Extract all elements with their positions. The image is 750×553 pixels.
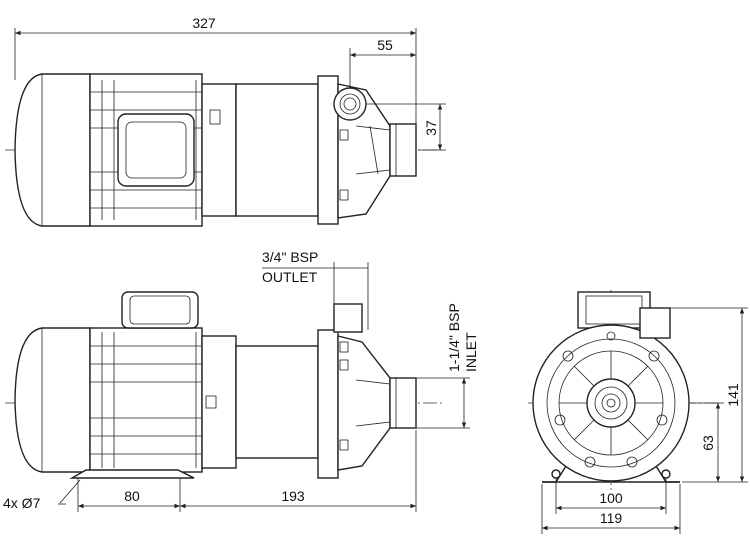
dim-foot-width-text: 119 — [600, 510, 623, 526]
top-inlet-port — [389, 123, 417, 177]
top-adapter — [235, 83, 319, 217]
end-view — [528, 290, 720, 490]
dim-hole-callout-text: 4x Ø7 — [3, 495, 41, 511]
end-bolt-holes — [554, 331, 668, 468]
top-view — [5, 73, 445, 227]
side-view — [5, 291, 445, 479]
dim-mount-hole-spacing-text: 80 — [124, 488, 140, 504]
top-outlet-port — [333, 87, 367, 121]
inlet-label-line2: INLET — [463, 332, 479, 372]
outlet-label-line1: 3/4" BSP — [262, 249, 318, 265]
end-outlet-port — [639, 307, 671, 339]
end-foot-hole-left — [551, 469, 561, 479]
top-terminal-box — [117, 113, 195, 187]
side-adapter — [235, 345, 319, 459]
dim-hole-callout: 4x Ø7 — [3, 479, 81, 511]
side-outlet-stub — [333, 303, 363, 333]
dim-foot-width: 119 — [541, 484, 681, 534]
dim-total-height: 141 — [670, 307, 748, 483]
dim-overall-length-text: 327 — [192, 15, 216, 31]
end-casing-ribs — [559, 351, 663, 455]
dim-mount-hole-spacing: 80 — [77, 478, 181, 512]
dim-outlet-offset-text: 55 — [377, 37, 393, 53]
dim-inlet-offset: 37 — [366, 103, 446, 151]
dim-inlet-connection: 1-1/4" BSP INLET — [416, 303, 479, 429]
side-pump-casing — [317, 329, 339, 479]
side-mounting-foot — [69, 469, 195, 479]
dim-mount-to-inlet-text: 193 — [281, 488, 305, 504]
dim-outlet-offset: 55 — [349, 37, 416, 88]
dim-total-height-text: 141 — [725, 383, 741, 407]
dim-shaft-height: 63 — [690, 402, 724, 482]
dim-mount-to-inlet: 193 — [180, 430, 417, 512]
inlet-label-line1: 1-1/4" BSP — [446, 303, 462, 372]
dim-outlet-connection: 3/4" BSP OUTLET — [262, 249, 369, 330]
side-motor-body — [89, 327, 203, 473]
top-motor-endcap — [14, 73, 91, 227]
outlet-label-line2: OUTLET — [262, 269, 318, 285]
dim-inlet-offset-text: 37 — [423, 120, 439, 136]
side-motor-flange — [201, 335, 237, 469]
side-terminal-box — [121, 291, 199, 329]
end-terminal-box — [577, 291, 651, 329]
dim-foot-hole-spacing: 100 — [555, 478, 667, 514]
side-cooling-fins — [90, 332, 202, 468]
side-inlet-port — [389, 377, 417, 429]
top-motor-flange — [201, 83, 237, 217]
end-inlet-hub — [586, 378, 636, 428]
end-foot-hole-right — [661, 469, 671, 479]
dim-shaft-height-text: 63 — [700, 435, 716, 451]
dim-foot-hole-spacing-text: 100 — [599, 490, 623, 506]
dim-overall-length: 327 — [14, 15, 417, 124]
side-motor-endcap — [14, 327, 91, 473]
